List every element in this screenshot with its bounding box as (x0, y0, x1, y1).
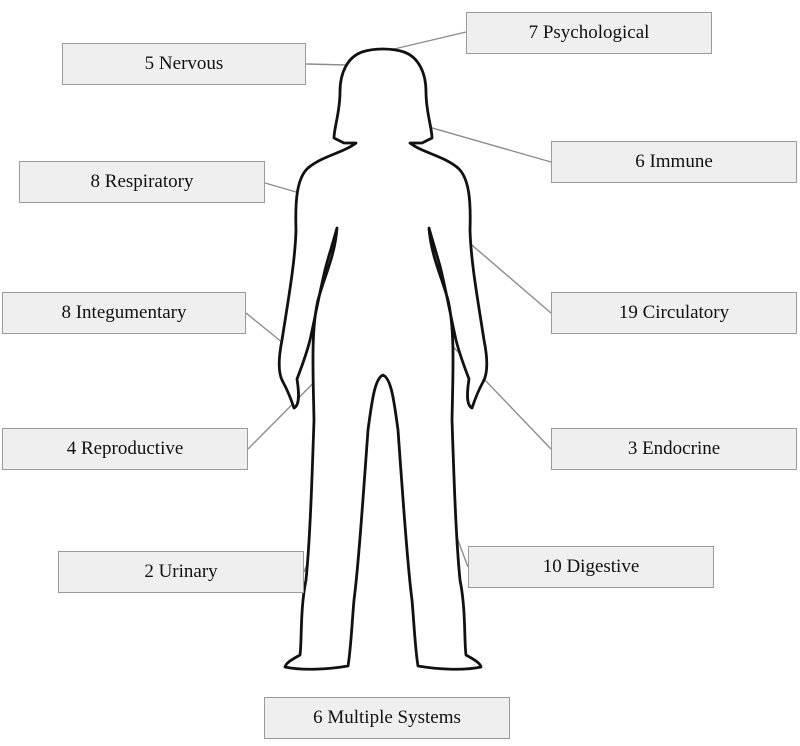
human-body-outline (277, 47, 489, 671)
label-urinary: 2 Urinary (58, 551, 304, 593)
label-psychological: 7 Psychological (466, 12, 712, 54)
leader-line-psychological (389, 31, 467, 51)
label-endocrine: 3 Endocrine (551, 428, 797, 470)
label-immune: 6 Immune (551, 141, 797, 183)
label-multiple-systems: 6 Multiple Systems (264, 697, 510, 739)
leader-line-integumentary (245, 312, 284, 344)
label-reproductive: 4 Reproductive (2, 428, 248, 470)
label-nervous: 5 Nervous (62, 43, 306, 85)
label-integumentary: 8 Integumentary (2, 292, 246, 334)
label-digestive: 10 Digestive (468, 546, 714, 588)
label-circulatory: 19 Circulatory (551, 292, 797, 334)
label-respiratory: 8 Respiratory (19, 161, 265, 203)
